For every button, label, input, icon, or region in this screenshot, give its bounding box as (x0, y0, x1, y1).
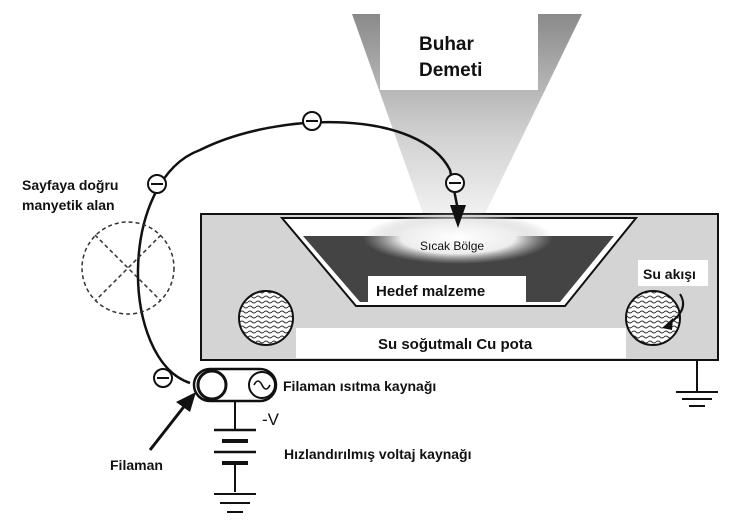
water-flow-label-box (638, 260, 708, 286)
water-coil-icon (238, 290, 294, 346)
crucible-label: Su soğutmalı Cu pota (378, 336, 533, 353)
magnetic-field-label-line1: Sayfaya doğru (22, 177, 118, 193)
electron-arrowhead (450, 205, 466, 228)
neg-voltage-label: -V (262, 410, 280, 429)
water-coil-left (238, 290, 294, 346)
target-material-label: Hedef malzeme (376, 283, 485, 300)
water-coil-icon (625, 290, 681, 346)
electron-path (136, 120, 466, 385)
magnetic-field-symbol (81, 221, 175, 315)
vapor-beam-label-line2: Demeti (419, 60, 482, 81)
ground-icon (214, 493, 256, 513)
electron-icon (445, 173, 465, 193)
filament-label: Filaman (110, 457, 163, 473)
battery-icon (214, 428, 256, 465)
filament-arrow (148, 392, 196, 451)
hot-zone-label: Sıcak Bölge (420, 239, 484, 253)
target-label-box (368, 276, 526, 304)
accel-voltage-supply (214, 401, 256, 513)
vapor-beam-label-box (380, 14, 538, 90)
ground-right (676, 360, 718, 407)
electron-icon (147, 174, 167, 194)
crucible-label-box (296, 328, 626, 358)
electron-icon (153, 368, 173, 388)
electron-icon (302, 111, 322, 131)
filament-heater-label: Filaman ısıtma kaynağı (283, 378, 436, 394)
vapor-beam (352, 14, 582, 228)
filament-assembly (192, 367, 278, 403)
water-coil-right (625, 260, 708, 346)
water-flow-label: Su akışı (643, 266, 696, 282)
accel-supply-label: Hızlandırılmış voltaj kaynağı (284, 446, 472, 462)
filament-icon (196, 369, 228, 401)
vapor-beam-label-line1: Buhar (419, 34, 475, 55)
magnetic-field-label-line2: manyetik alan (22, 197, 115, 213)
hot-zone (363, 212, 553, 264)
